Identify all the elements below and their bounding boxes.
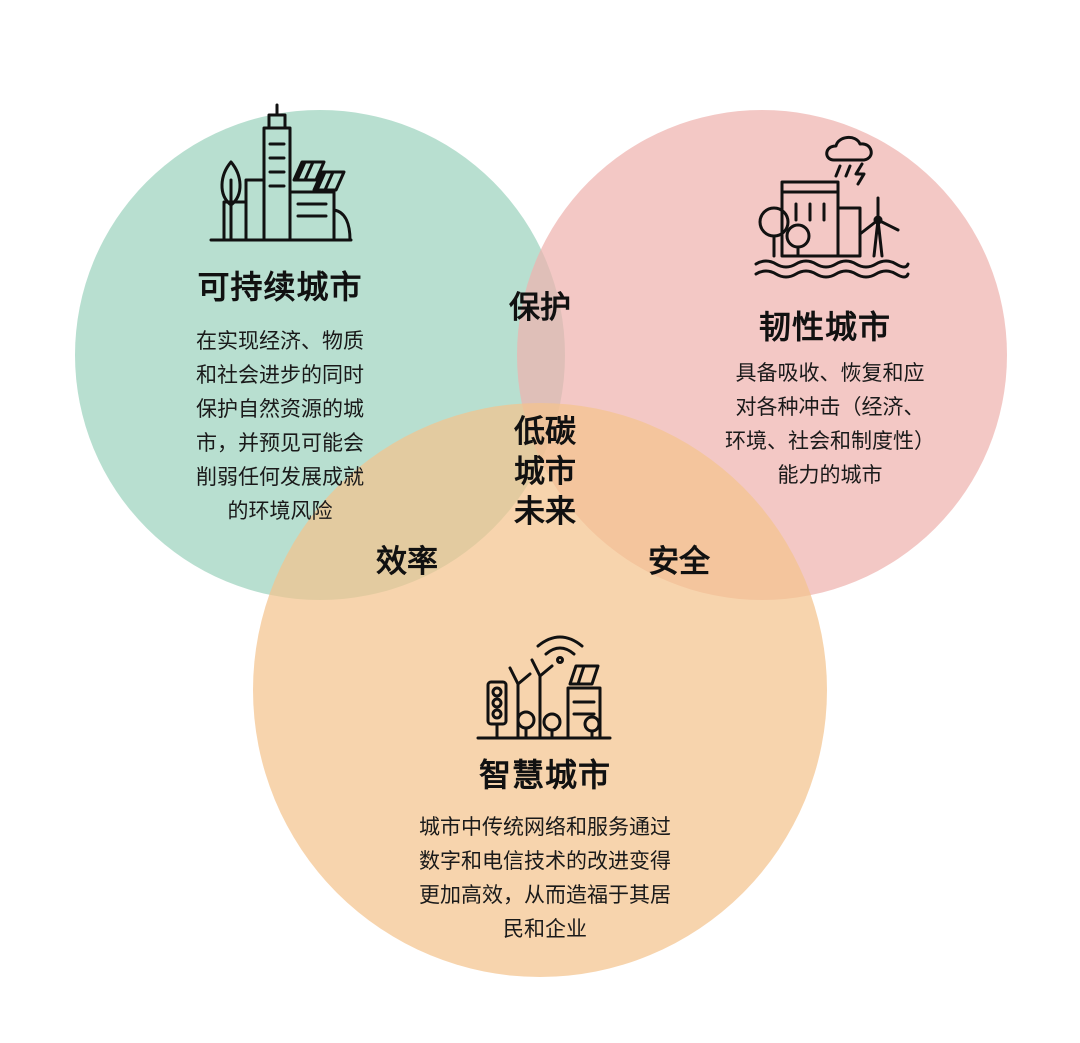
desc-resilient-line: 能力的城市: [777, 463, 883, 487]
center-label: 低碳 城市 未来: [490, 412, 600, 532]
title-smart: 智慧城市: [478, 756, 611, 794]
desc-smart-line: 城市中传统网络和服务通过: [419, 815, 671, 839]
desc-resilient-line: 具备吸收、恢复和应: [735, 361, 925, 385]
desc-sustainable-line: 市，并预见可能会: [196, 431, 364, 455]
desc-sustainable-line: 保护自然资源的城: [196, 397, 364, 421]
desc-sustainable: 在实现经济、物质 和社会进步的同时 保护自然资源的城 市，并预见可能会 削弱任何…: [170, 324, 390, 528]
smart-city-icon: [474, 624, 614, 744]
desc-resilient-line: 对各种冲击（经济、: [735, 395, 925, 419]
desc-smart-line: 民和企业: [503, 917, 587, 941]
sustainable-city-icon: [206, 100, 356, 250]
desc-smart: 城市中传统网络和服务通过 数字和电信技术的改进变得 更加高效，从而造福于其居 民…: [380, 810, 710, 946]
center-label-line: 城市: [514, 454, 576, 490]
title-resilient: 韧性城市: [758, 308, 891, 346]
desc-sustainable-line: 削弱任何发展成就: [196, 465, 364, 489]
desc-sustainable-line: 和社会进步的同时: [196, 363, 364, 387]
title-sustainable: 可持续城市: [197, 268, 363, 306]
desc-smart-line: 数字和电信技术的改进变得: [419, 849, 671, 873]
desc-smart-line: 更加高效，从而造福于其居: [419, 883, 671, 907]
overlap-label-efficiency: 效率: [376, 544, 438, 580]
resilient-city-icon: [752, 122, 912, 282]
desc-sustainable-line: 的环境风险: [227, 499, 333, 523]
overlap-label-safety: 安全: [648, 544, 710, 580]
desc-sustainable-line: 在实现经济、物质: [196, 329, 364, 353]
desc-resilient-line: 环境、社会和制度性）: [725, 429, 935, 453]
desc-resilient: 具备吸收、恢复和应 对各种冲击（经济、 环境、社会和制度性） 能力的城市: [700, 356, 960, 492]
center-label-line: 未来: [514, 494, 576, 530]
overlap-label-protection: 保护: [509, 290, 571, 326]
center-label-line: 低碳: [514, 414, 576, 450]
